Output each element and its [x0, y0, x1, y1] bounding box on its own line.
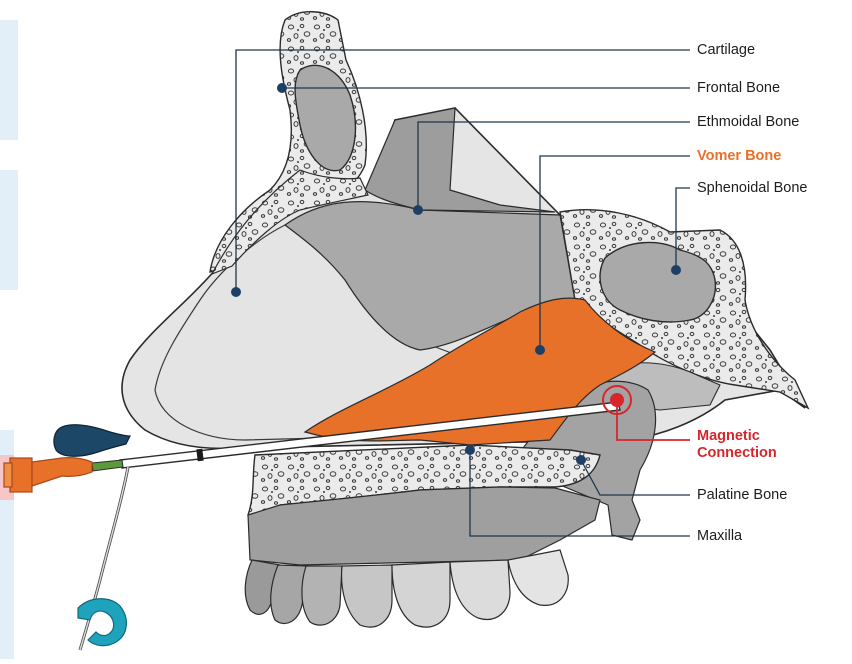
label-frontal-bone: Frontal Bone — [697, 80, 780, 97]
dot-vomer — [535, 345, 545, 355]
label-magnetic-line1: Magnetic — [697, 428, 760, 445]
nasal-dilator-icon — [54, 425, 130, 456]
dot-frontal — [277, 83, 287, 93]
label-cartilage: Cartilage — [697, 42, 755, 59]
dot-maxilla — [465, 445, 475, 455]
label-vomer-bone: Vomer Bone — [697, 148, 781, 165]
dot-sphenoidal — [671, 265, 681, 275]
dot-palatine — [576, 455, 586, 465]
catheter-green-segment — [92, 460, 123, 471]
label-magnetic-line2: Connection — [697, 445, 777, 462]
catheter-hub-icon — [4, 458, 92, 492]
label-palatine-bone: Palatine Bone — [697, 487, 787, 504]
dot-cartilage — [231, 287, 241, 297]
label-ethmoidal-bone: Ethmoidal Bone — [697, 114, 799, 131]
label-sphenoidal-bone: Sphenoidal Bone — [697, 180, 807, 197]
catheter-clip-icon — [78, 599, 126, 646]
dot-ethmoidal — [413, 205, 423, 215]
label-maxilla: Maxilla — [697, 528, 742, 545]
background-strips — [0, 20, 18, 659]
